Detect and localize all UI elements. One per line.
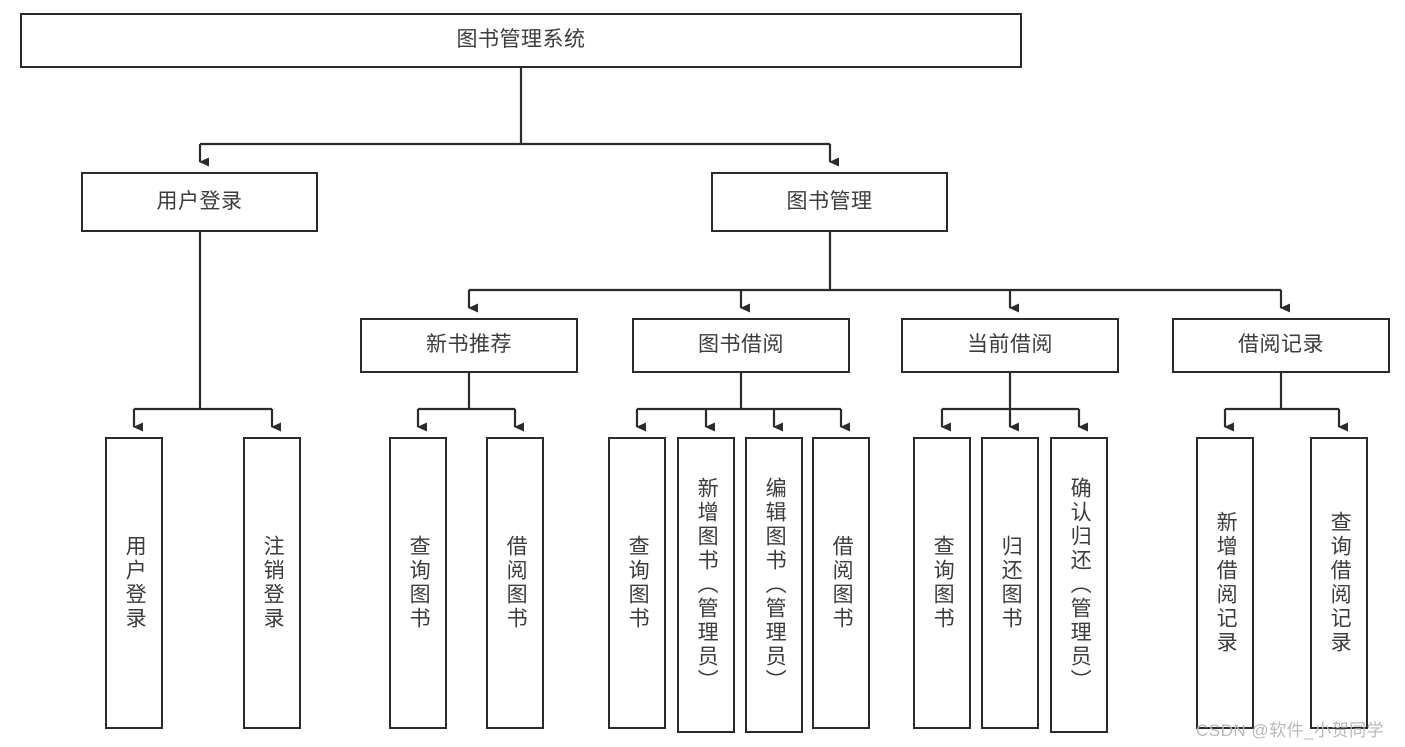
node-label: 新增借阅记录 <box>1214 511 1238 655</box>
node-user-login[interactable]: 用户登录 <box>81 172 318 232</box>
node-label: 用户登录 <box>123 535 147 631</box>
node-label: 确认归还（管理员） <box>1068 477 1092 693</box>
node-current-borrow[interactable]: 当前借阅 <box>901 318 1119 373</box>
node-leaf-borrow-book-2[interactable]: 借阅图书 <box>812 437 870 729</box>
node-label: 注销登录 <box>261 535 285 631</box>
node-new-book-rec[interactable]: 新书推荐 <box>360 318 578 373</box>
node-leaf-borrow-book-1[interactable]: 借阅图书 <box>486 437 544 729</box>
node-label: 借阅记录 <box>1238 333 1324 357</box>
node-label: 查询图书 <box>626 535 650 631</box>
node-leaf-add-record[interactable]: 新增借阅记录 <box>1196 437 1254 729</box>
node-leaf-query-book-3[interactable]: 查询图书 <box>913 437 971 729</box>
node-label: 查询借阅记录 <box>1328 511 1352 655</box>
node-label: 编辑图书（管理员） <box>763 477 787 693</box>
node-root[interactable]: 图书管理系统 <box>20 13 1022 68</box>
node-label: 图书借阅 <box>698 333 784 357</box>
node-leaf-query-book-2[interactable]: 查询图书 <box>608 437 666 729</box>
node-label: 新增图书（管理员） <box>695 477 719 693</box>
node-label: 归还图书 <box>999 535 1023 631</box>
node-label: 借阅图书 <box>830 535 854 631</box>
node-label: 当前借阅 <box>967 333 1053 357</box>
node-leaf-query-book-1[interactable]: 查询图书 <box>389 437 447 729</box>
node-leaf-user-login[interactable]: 用户登录 <box>105 437 163 729</box>
node-leaf-edit-book[interactable]: 编辑图书（管理员） <box>745 437 803 733</box>
node-label: 新书推荐 <box>426 333 512 357</box>
node-leaf-add-book[interactable]: 新增图书（管理员） <box>677 437 735 733</box>
node-leaf-return-book[interactable]: 归还图书 <box>981 437 1039 729</box>
node-label: 用户登录 <box>156 189 243 213</box>
node-label: 查询图书 <box>931 535 955 631</box>
node-label: 查询图书 <box>407 535 431 631</box>
node-book-manage[interactable]: 图书管理 <box>711 172 948 232</box>
node-leaf-query-record[interactable]: 查询借阅记录 <box>1310 437 1368 729</box>
node-label: 借阅图书 <box>504 535 528 631</box>
node-book-borrow[interactable]: 图书借阅 <box>632 318 850 373</box>
node-leaf-logout[interactable]: 注销登录 <box>243 437 301 729</box>
node-label: 图书管理系统 <box>456 28 586 52</box>
node-borrow-record[interactable]: 借阅记录 <box>1172 318 1390 373</box>
node-leaf-confirm-return[interactable]: 确认归还（管理员） <box>1050 437 1108 733</box>
node-label: 图书管理 <box>786 189 873 213</box>
